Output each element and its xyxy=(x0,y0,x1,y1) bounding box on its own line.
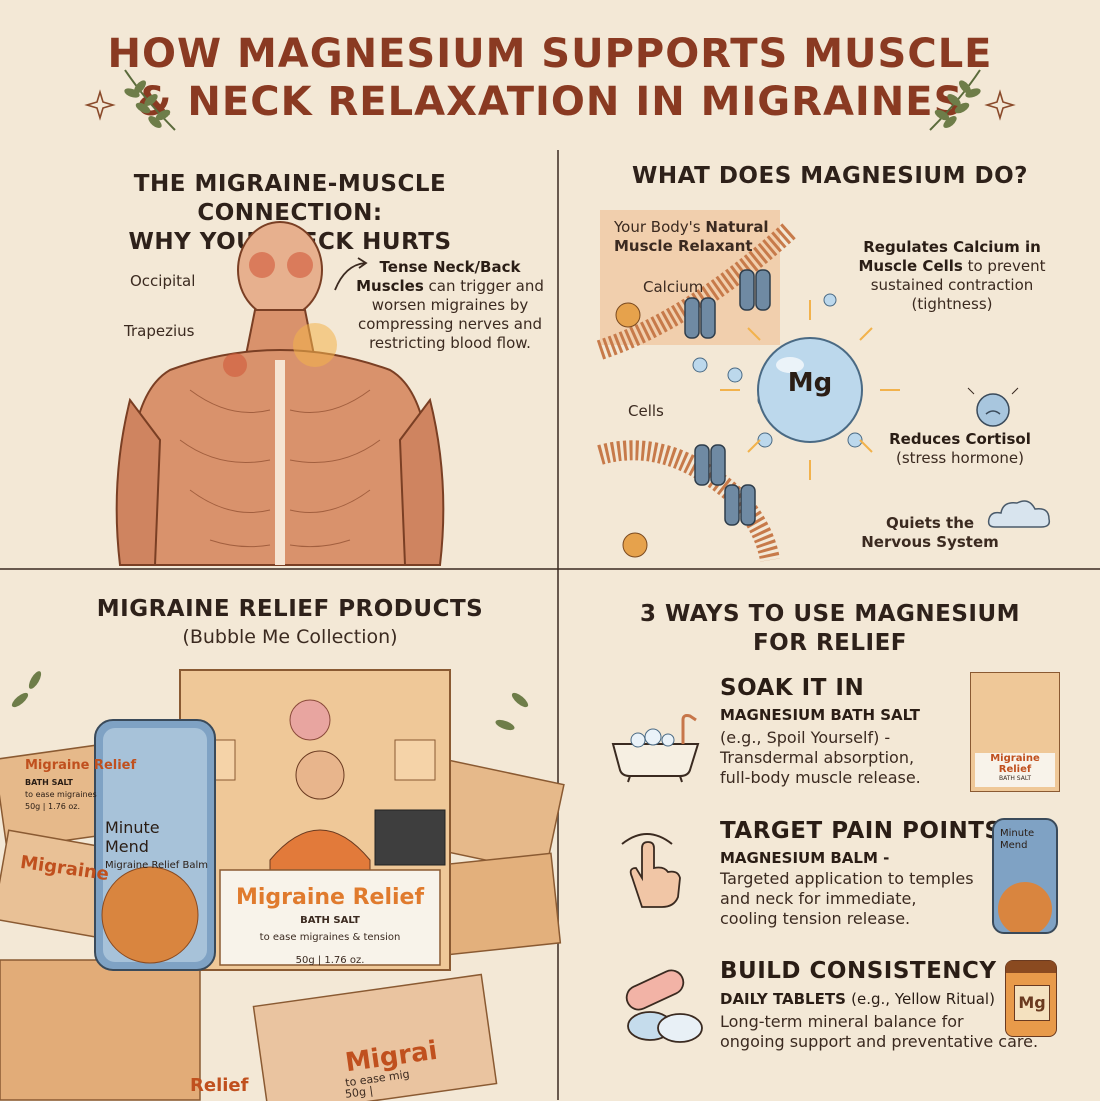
products-subheading: (Bubble Me Collection) xyxy=(182,626,398,648)
natural-relaxant-box: Your Body's Natural Muscle Relaxant xyxy=(614,218,769,255)
tablets-icon xyxy=(625,969,703,1043)
bottom-left-pack-text: Relief xyxy=(190,1075,249,1096)
sprig-right-icon xyxy=(929,69,981,131)
sparkle-icon xyxy=(84,89,116,121)
cell-membrane-illustration xyxy=(596,210,900,562)
connection-heading: THE MIGRAINE-MUSCLE CONNECTION: WHY YOUR… xyxy=(128,171,452,255)
left-pack-weight: 50g | 1.76 oz. xyxy=(25,802,81,811)
left-pack-tagline: to ease migraines xyxy=(25,790,97,799)
product-pile-illustration xyxy=(0,669,565,1101)
way-2-title: TARGET PAIN POINTS xyxy=(720,818,1002,844)
stressed-face-icon xyxy=(967,387,1019,427)
page-title: HOW MAGNESIUM SUPPORTS MUSCLE & NECK REL… xyxy=(0,30,1100,126)
magnesium-heading: WHAT DOES MAGNESIUM DO? xyxy=(632,163,1028,189)
products-heading: MIGRAINE RELIEF PRODUCTS xyxy=(96,596,484,622)
arrow-icon xyxy=(334,257,368,291)
way-1-subtitle: MAGNESIUM BATH SALT xyxy=(720,706,920,724)
tin-brand: Minute Mend xyxy=(105,818,160,856)
muscle-callout: Tense Neck/Back Muscles can trigger and … xyxy=(356,258,544,352)
bag-tagline: to ease migraines & tension xyxy=(259,932,401,943)
regulates-calcium-note: Regulates Calcium in Muscle Cells to pre… xyxy=(858,238,1046,313)
label-occipital: Occipital xyxy=(130,272,196,290)
title-line-1: HOW MAGNESIUM SUPPORTS MUSCLE xyxy=(107,31,993,77)
sprig-left-icon xyxy=(124,69,176,131)
horizontal-divider xyxy=(0,568,1100,570)
bag-title: Migraine Relief xyxy=(235,885,425,910)
way-2-description: Targeted application to temples and neck… xyxy=(720,869,974,928)
label-calcium: Calcium xyxy=(643,278,704,296)
way-1-product-thumb: Migraine Relief BATH SALT xyxy=(970,672,1060,792)
label-trapezius: Trapezius xyxy=(124,322,195,340)
way-1-description: (e.g., Spoil Yourself) - Transdermal abs… xyxy=(720,728,921,787)
way-3-description: Long-term mineral balance for ongoing su… xyxy=(720,1012,1039,1051)
nervous-system-note: Quiets the Nervous System xyxy=(861,514,999,551)
way-2-subtitle: MAGNESIUM BALM - xyxy=(720,849,890,867)
bag-type: BATH SALT xyxy=(300,915,360,926)
way-2-product-thumb: Minute Mend xyxy=(992,818,1058,934)
cloud-icon xyxy=(987,500,1051,528)
left-pack-title: Migraine Relief xyxy=(25,758,137,773)
left-pack-type: BATH SALT xyxy=(25,778,73,787)
title-line-2: & NECK RELAXATION IN MIGRAINES xyxy=(136,79,964,125)
way-3-subtitle: DAILY TABLETS (e.g., Yellow Ritual) xyxy=(720,990,995,1008)
tin-subtitle: Migraine Relief Balm xyxy=(105,860,209,871)
cortisol-note: Reduces Cortisol (stress hormone) xyxy=(889,430,1031,467)
way-3-title: BUILD CONSISTENCY xyxy=(720,958,997,984)
label-cells: Cells xyxy=(628,402,664,420)
sparkle-icon xyxy=(984,89,1016,121)
way-3-product-thumb: Mg xyxy=(1005,960,1057,1037)
ways-heading: 3 WAYS TO USE MAGNESIUM FOR RELIEF xyxy=(639,601,1021,656)
bag-weight: 50g | 1.76 oz. xyxy=(295,955,365,966)
pointing-finger-icon xyxy=(621,833,681,908)
mg-symbol: Mg xyxy=(787,368,833,398)
way-1-title: SOAK IT IN xyxy=(720,675,865,701)
back-muscles-illustration xyxy=(115,221,445,566)
bathtub-icon xyxy=(611,714,700,783)
vertical-divider xyxy=(557,150,559,1100)
